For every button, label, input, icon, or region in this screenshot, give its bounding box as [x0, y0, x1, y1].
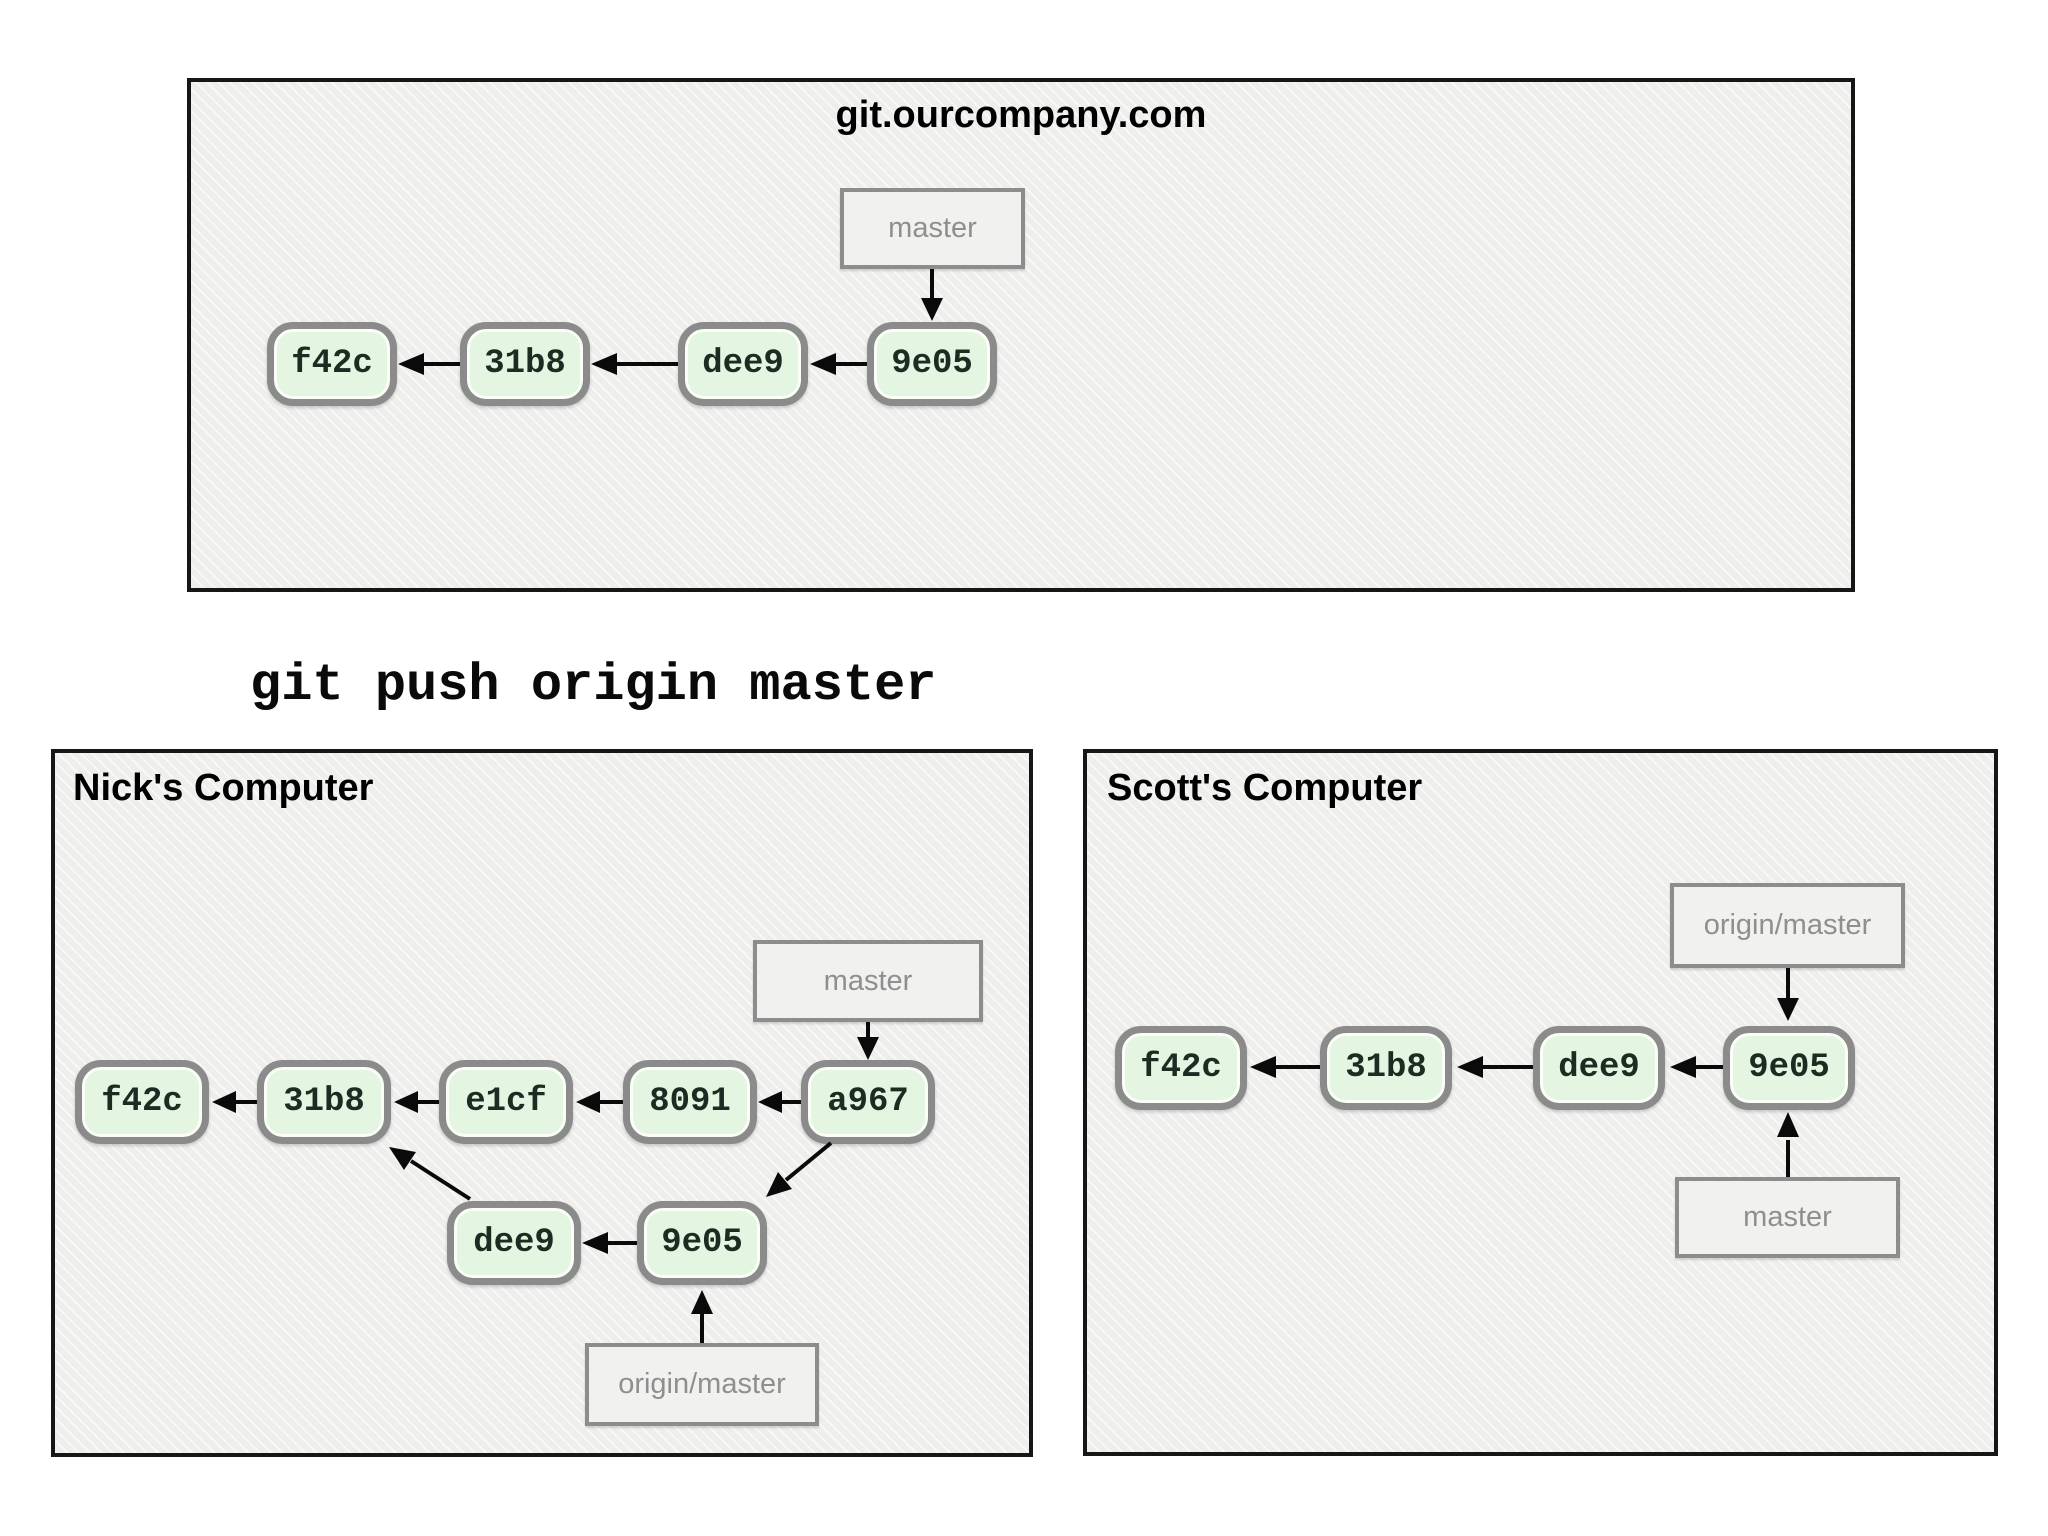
scott-master-branch-label: master	[1675, 1177, 1900, 1258]
panel-remote-server: git.ourcompany.com	[187, 78, 1855, 592]
scott-master-branch-label-text: master	[1743, 1201, 1832, 1233]
nick-commit-31b8: 31b8	[257, 1060, 391, 1144]
remote-master-branch-label-text: master	[888, 212, 977, 244]
nick-commit-9e05: 9e05	[637, 1201, 767, 1285]
nick-computer-title: Nick's Computer	[73, 767, 374, 809]
nick-origin-master-branch-label-text: origin/master	[618, 1368, 786, 1400]
nick-master-branch-label: master	[753, 940, 983, 1022]
scott-origin-master-branch-label: origin/master	[1670, 883, 1905, 968]
nick-commit-e1cf: e1cf	[439, 1060, 573, 1144]
nick-commit-a967: a967	[801, 1060, 935, 1144]
git-command-text: git push origin master	[250, 656, 937, 715]
scott-commit-31b8: 31b8	[1320, 1026, 1452, 1110]
scott-commit-9e05: 9e05	[1723, 1026, 1855, 1110]
remote-commit-dee9: dee9	[678, 322, 808, 406]
scott-commit-f42c: f42c	[1115, 1026, 1247, 1110]
remote-server-title: git.ourcompany.com	[835, 94, 1207, 136]
nick-commit-dee9: dee9	[447, 1201, 581, 1285]
nick-master-branch-label-text: master	[823, 964, 913, 997]
scott-commit-dee9: dee9	[1533, 1026, 1665, 1110]
scott-computer-title: Scott's Computer	[1107, 767, 1423, 809]
scott-origin-master-branch-label-text: origin/master	[1703, 909, 1872, 941]
remote-commit-31b8: 31b8	[460, 322, 590, 406]
nick-commit-8091: 8091	[623, 1060, 757, 1144]
remote-master-branch-label: master	[840, 188, 1025, 269]
nick-origin-master-branch-label: origin/master	[585, 1343, 819, 1426]
nick-commit-f42c: f42c	[75, 1060, 209, 1144]
remote-commit-f42c: f42c	[267, 322, 397, 406]
remote-commit-9e05: 9e05	[867, 322, 997, 406]
